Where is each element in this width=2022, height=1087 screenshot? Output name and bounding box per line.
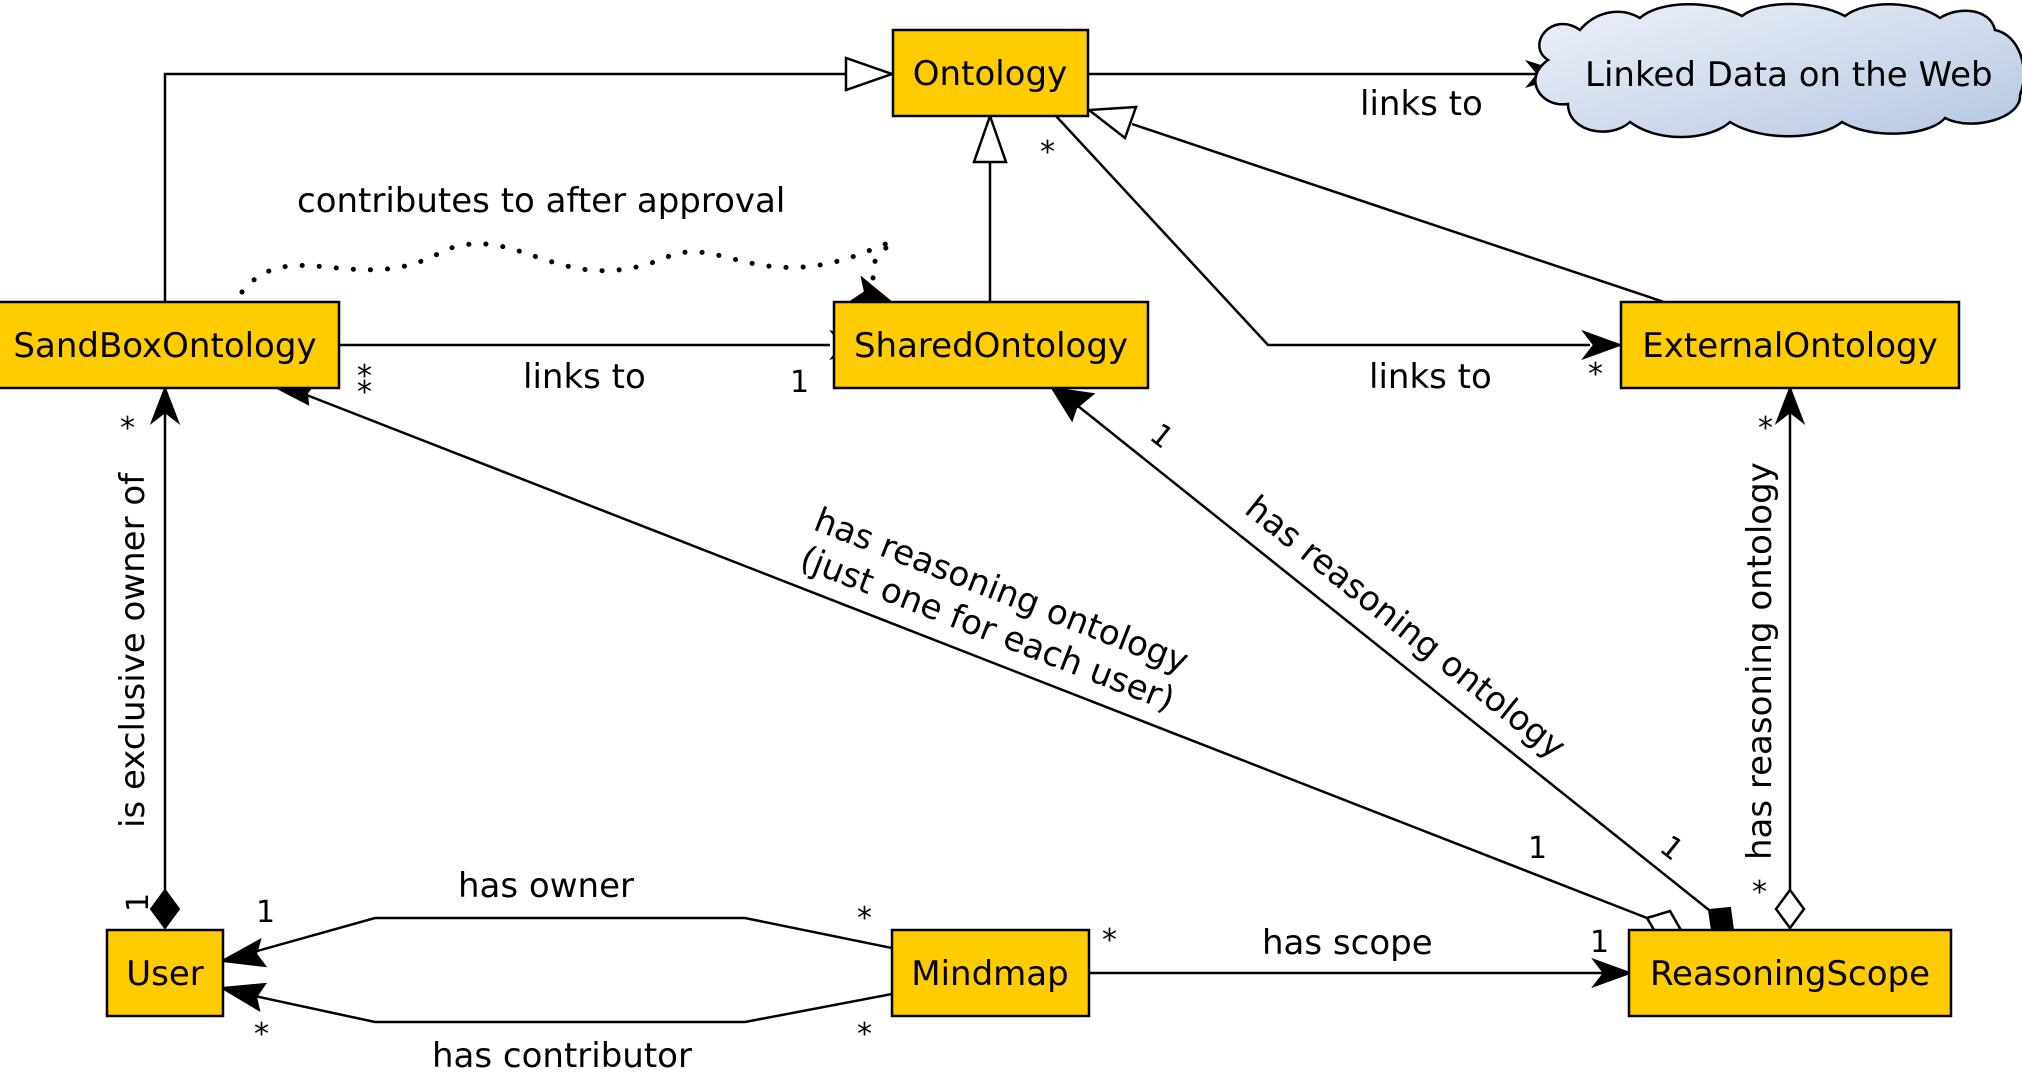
class-name: Mindmap xyxy=(911,954,1068,994)
aggregation-diamond xyxy=(1774,887,1806,931)
aggregation-scope-external xyxy=(1774,385,1806,931)
cloud-label: Linked Data on the Web xyxy=(1585,55,1993,95)
class-mindmap[interactable]: Mindmap xyxy=(890,928,1091,1018)
label-scope-shared: has reasoning ontology xyxy=(1237,488,1573,767)
generalization-external-ontology xyxy=(1085,105,1665,304)
class-name: SharedOntology xyxy=(854,326,1128,366)
composition-diamond xyxy=(1707,906,1735,931)
mult-mindmap-owner-tgt: 1 xyxy=(256,895,275,930)
mult-mindmap-contributor-src: * xyxy=(857,1017,872,1052)
label-contributes: contributes to after approval xyxy=(297,181,785,221)
label-scope-external: has reasoning ontology xyxy=(1740,462,1780,860)
arrowhead xyxy=(1774,385,1806,425)
class-sandbox-ontology[interactable]: SandBoxOntology xyxy=(0,300,341,390)
generalization-arrowhead xyxy=(844,56,896,92)
class-name: Ontology xyxy=(913,54,1067,94)
class-name: User xyxy=(126,954,204,994)
label-user-sandbox: is exclusive owner of xyxy=(113,472,153,828)
mult-scope-external-src: * xyxy=(1752,875,1767,910)
label-sandbox-shared: links to xyxy=(523,357,646,397)
composition-diamond xyxy=(149,888,181,930)
class-ontology[interactable]: Ontology xyxy=(891,28,1090,118)
mult-scope-sandbox-src: 1 xyxy=(1528,831,1547,866)
association-sandbox-shared xyxy=(339,329,871,361)
mult-mindmap-contributor-tgt: * xyxy=(254,1017,269,1052)
mult-scope-shared-src: 1 xyxy=(1653,829,1690,868)
mult-user-sandbox-src: 1 xyxy=(121,893,156,912)
linked-data-cloud[interactable]: Linked Data on the Web xyxy=(1534,2,2022,139)
dependency-contributes xyxy=(239,239,896,303)
cloud-shape xyxy=(1534,2,2022,139)
mult-scope-external-tgt: * xyxy=(1758,411,1773,446)
association-mindmap-owner xyxy=(218,916,893,968)
mult-mindmap-scope-src: * xyxy=(1102,923,1117,958)
association-mindmap-scope xyxy=(1090,957,1633,989)
arrowhead xyxy=(1591,957,1633,989)
class-reasoning-scope[interactable]: ReasoningScope xyxy=(1627,928,1953,1018)
arrowhead xyxy=(849,275,893,303)
generalization-arrowhead xyxy=(1085,105,1138,141)
mult-ontology-external-src: * xyxy=(1040,135,1055,170)
class-name: ReasoningScope xyxy=(1650,954,1930,994)
class-external-ontology[interactable]: ExternalOntology xyxy=(1619,300,1961,390)
arrowhead xyxy=(1581,329,1623,361)
arrowhead xyxy=(218,982,268,1013)
mult-ontology-external-tgt: * xyxy=(1588,357,1603,392)
label-mindmap-scope: has scope xyxy=(1262,923,1433,963)
class-name: SandBoxOntology xyxy=(13,326,316,366)
mult-mindmap-owner-src: * xyxy=(857,901,872,936)
composition-user-sandbox xyxy=(149,385,181,930)
mult-scope-shared-tgt: 1 xyxy=(1143,417,1180,456)
class-name: ExternalOntology xyxy=(1642,326,1937,366)
mult-user-sandbox-tgt: * xyxy=(120,411,135,446)
generalization-sandbox-ontology xyxy=(163,56,896,302)
label-ontology-linked: links to xyxy=(1360,84,1483,124)
mult-sandbox-shared-tgt: 1 xyxy=(790,365,809,400)
generalization-shared-ontology xyxy=(972,112,1008,302)
class-user[interactable]: User xyxy=(105,928,225,1018)
mult-mindmap-scope-tgt: 1 xyxy=(1590,925,1609,960)
arrowhead xyxy=(149,385,181,425)
arrowhead xyxy=(1050,386,1096,423)
mult-sandbox-shared-src: * xyxy=(357,359,372,394)
class-shared-ontology[interactable]: SharedOntology xyxy=(832,300,1150,390)
association-ontology-external xyxy=(1055,115,1623,361)
association-ontology-linked-data xyxy=(1088,60,1570,88)
label-ontology-external: links to xyxy=(1369,357,1492,397)
arrowhead xyxy=(218,937,268,968)
label-mindmap-owner: has owner xyxy=(458,866,634,906)
label-mindmap-contributor: has contributor xyxy=(432,1036,692,1076)
mult-sandbox-shared-src2: * xyxy=(357,375,372,410)
association-mindmap-contributor xyxy=(218,982,893,1024)
generalization-arrowhead xyxy=(972,112,1008,164)
